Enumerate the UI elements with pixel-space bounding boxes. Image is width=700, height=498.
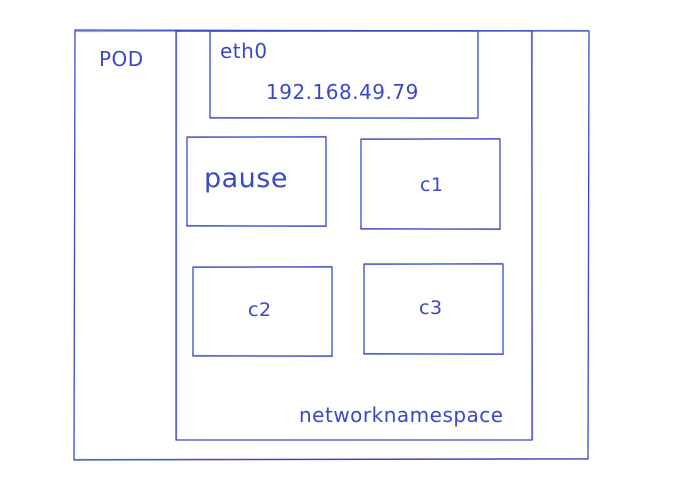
- c3-container-box: c3: [362, 262, 505, 356]
- pod-label: POD: [99, 47, 144, 71]
- eth0-label: eth0: [220, 39, 268, 63]
- network-namespace-label: networknamespace: [299, 403, 504, 427]
- eth0-ip-address: 192.168.49.79: [266, 80, 419, 104]
- c1-container-label: c1: [420, 174, 444, 196]
- c2-container-box: c2: [191, 265, 334, 358]
- c2-container-label: c2: [248, 299, 272, 321]
- c3-container-label: c3: [419, 297, 443, 319]
- pause-container-label: pause: [204, 163, 288, 194]
- eth0-box: eth0 192.168.49.79: [209, 30, 479, 120]
- c1-container-box: c1: [359, 137, 502, 231]
- pause-container-box: pause: [185, 135, 328, 228]
